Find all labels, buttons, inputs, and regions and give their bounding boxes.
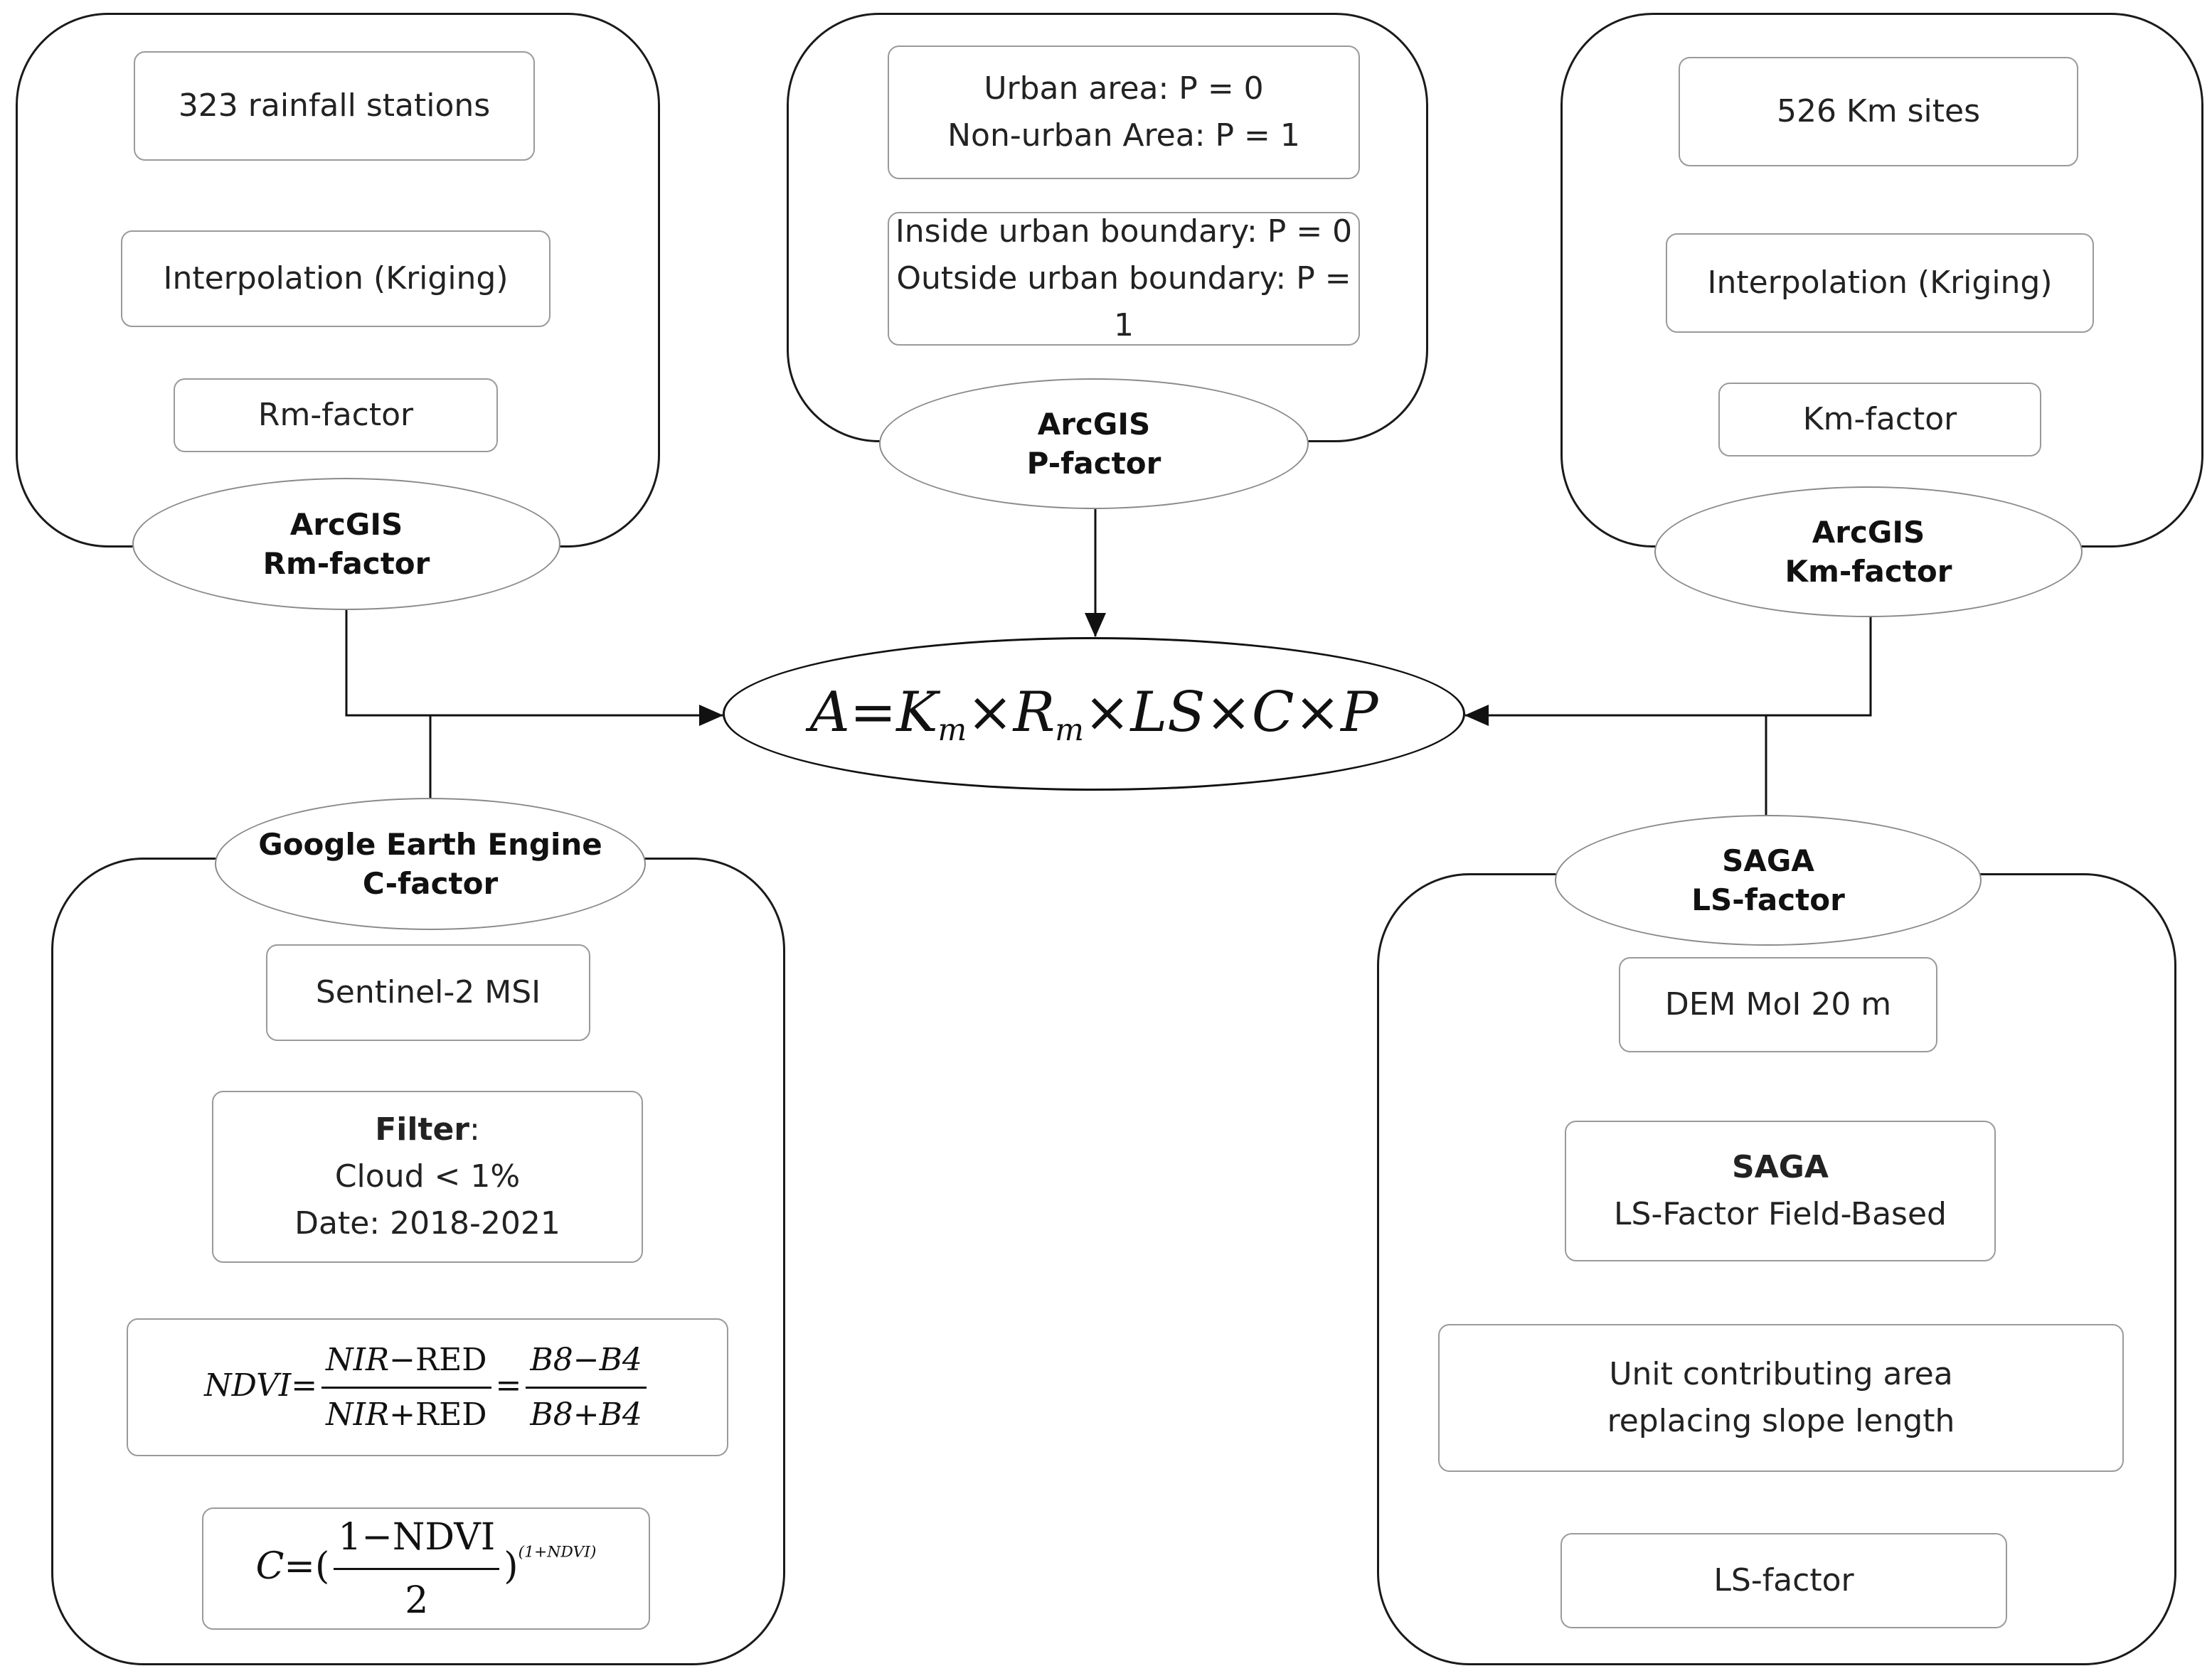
tool-name: ArcGIS xyxy=(1037,406,1151,442)
label-arcgis-p-factor: ArcGIS P-factor xyxy=(879,378,1309,509)
box-unit-contributing-area: Unit contributing area replacing slope l… xyxy=(1438,1324,2124,1472)
box-rainfall-stations: 323 rainfall stations xyxy=(134,51,535,161)
method-line2: replacing slope length xyxy=(1607,1403,1955,1439)
tool-name: ArcGIS xyxy=(289,506,403,542)
usle-equation: A=Km×Rm×LS×C×P xyxy=(809,680,1378,748)
arrow-km-to-equation xyxy=(1464,616,1872,726)
tool-name: Google Earth Engine xyxy=(258,826,602,862)
factor-name: LS-factor xyxy=(1691,882,1845,917)
label-gee-c-factor: Google Earth Engine C-factor xyxy=(215,798,646,930)
usle-equation-ellipse: A=Km×Rm×LS×C×P xyxy=(723,637,1465,791)
box-interpolation-kriging-km: Interpolation (Kriging) xyxy=(1666,233,2094,333)
box-ls-factor: LS-factor xyxy=(1560,1533,2007,1628)
box-rm-factor: Rm-factor xyxy=(174,378,498,452)
tool-name: SAGA xyxy=(1722,843,1814,878)
boundary-option-line1: Inside urban boundary: P = 0 xyxy=(895,213,1353,250)
filter-cloud: Cloud < 1% xyxy=(334,1158,521,1195)
factor-name: P-factor xyxy=(1026,446,1161,481)
box-urban-boundary-option: Inside urban boundary: P = 0 Outside urb… xyxy=(888,212,1360,346)
box-filter: Filter: Cloud < 1% Date: 2018-2021 xyxy=(212,1091,643,1263)
method-line1: Unit contributing area xyxy=(1609,1356,1953,1392)
label-arcgis-rm-factor: ArcGIS Rm-factor xyxy=(132,478,560,610)
module-name: LS-Factor Field-Based xyxy=(1614,1196,1947,1232)
module-title: SAGA xyxy=(1732,1149,1829,1185)
urban-option-line1: Urban area: P = 0 xyxy=(984,70,1264,107)
box-dem-moi: DEM MoI 20 m xyxy=(1619,957,1937,1052)
filter-date: Date: 2018-2021 xyxy=(294,1205,560,1242)
filter-title: Filter: xyxy=(375,1111,480,1148)
box-saga-module: SAGA LS-Factor Field-Based xyxy=(1565,1121,1996,1261)
urban-option-line2: Non-urban Area: P = 1 xyxy=(947,117,1300,154)
label-arcgis-km-factor: ArcGIS Km-factor xyxy=(1654,486,2083,617)
box-interpolation-kriging-rm: Interpolation (Kriging) xyxy=(121,230,551,327)
label-saga-ls-factor: SAGA LS-factor xyxy=(1555,815,1982,946)
box-urban-area-option: Urban area: P = 0 Non-urban Area: P = 1 xyxy=(888,46,1360,179)
box-sentinel-2-msi: Sentinel-2 MSI xyxy=(266,944,590,1041)
factor-name: Rm-factor xyxy=(262,546,430,581)
boundary-option-line2: Outside urban boundary: P = 1 xyxy=(896,260,1351,343)
box-km-sites: 526 Km sites xyxy=(1679,57,2078,166)
tool-name: ArcGIS xyxy=(1812,514,1925,550)
factor-name: C-factor xyxy=(362,866,499,901)
factor-name: Km-factor xyxy=(1785,554,1952,589)
arrow-rm-to-equation xyxy=(345,609,723,726)
box-km-factor: Km-factor xyxy=(1718,383,2041,457)
